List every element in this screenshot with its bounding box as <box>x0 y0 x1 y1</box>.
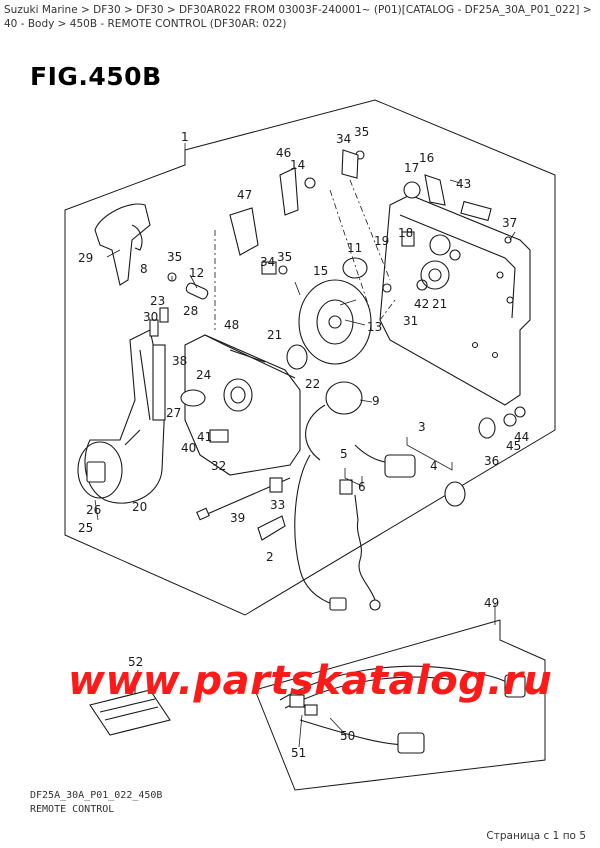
cover-plate <box>257 515 286 541</box>
wiring-harness <box>294 454 347 611</box>
callout-8: 8 <box>140 262 148 276</box>
callout-15: 15 <box>313 264 328 278</box>
assembly-lines <box>214 179 396 330</box>
watermark: www.partskatalog.ru <box>68 658 553 704</box>
figure-title: FIG.450B <box>30 62 162 91</box>
callout-labels: 1 2 3 4 5 6 8 9 11 12 13 14 15 16 17 18 … <box>78 125 529 760</box>
handle-grip <box>94 203 151 286</box>
small-hardware <box>149 149 512 495</box>
section-name: REMOTE CONTROL <box>30 804 115 815</box>
callout-1: 1 <box>181 130 189 144</box>
callout-27: 27 <box>166 406 181 420</box>
callout-21b: 21 <box>432 297 447 311</box>
callout-5: 5 <box>340 447 348 461</box>
leader-lines <box>94 143 516 748</box>
callout-14: 14 <box>290 158 305 172</box>
callout-44: 44 <box>514 430 529 444</box>
callout-3: 3 <box>418 420 426 434</box>
control-lever <box>77 329 166 504</box>
page-count: Страница с 1 по 5 <box>486 830 586 842</box>
callout-12: 12 <box>189 266 204 280</box>
callout-20: 20 <box>132 500 147 514</box>
callout-31: 31 <box>403 314 418 328</box>
callout-49: 49 <box>484 596 499 610</box>
callout-30: 30 <box>143 310 158 324</box>
callout-13: 13 <box>367 320 382 334</box>
callout-48: 48 <box>224 318 239 332</box>
callout-9: 9 <box>372 394 380 408</box>
extension-harness <box>279 665 526 754</box>
callout-16: 16 <box>419 151 434 165</box>
callout-19: 19 <box>374 234 389 248</box>
callout-11: 11 <box>347 241 362 255</box>
callout-2: 2 <box>266 550 274 564</box>
callout-6: 6 <box>358 480 366 494</box>
callout-35b: 35 <box>167 250 182 264</box>
callout-35c: 35 <box>277 250 292 264</box>
callout-40: 40 <box>181 441 196 455</box>
callout-18: 18 <box>398 226 413 240</box>
callout-32: 32 <box>211 459 226 473</box>
callout-28: 28 <box>183 304 198 318</box>
callout-46: 46 <box>276 146 291 160</box>
callout-25: 25 <box>78 521 93 535</box>
warning-buzzer <box>305 381 363 461</box>
callout-41: 41 <box>197 430 212 444</box>
callout-23: 23 <box>150 294 165 308</box>
callout-35a: 35 <box>354 125 369 139</box>
callout-21a: 21 <box>267 328 282 342</box>
callout-45: 45 <box>506 439 521 453</box>
callout-51: 51 <box>291 746 306 760</box>
callout-52: 52 <box>128 655 143 669</box>
callout-47: 47 <box>237 188 252 202</box>
lanyard-cord <box>354 494 381 611</box>
bracket-lines <box>344 437 453 487</box>
breadcrumb: Suzuki Marine > DF30 > DF30 > DF30AR022 … <box>4 4 592 30</box>
mounting-bracket-plate <box>379 194 531 406</box>
callout-29: 29 <box>78 251 93 265</box>
callout-34a: 34 <box>336 132 351 146</box>
callout-4: 4 <box>430 459 438 473</box>
callout-39: 39 <box>230 511 245 525</box>
callout-36: 36 <box>484 454 499 468</box>
callout-37: 37 <box>502 216 517 230</box>
callout-43: 43 <box>456 177 471 191</box>
catalog-code: DF25A_30A_P01_022_450B <box>30 790 163 801</box>
callout-38: 38 <box>172 354 187 368</box>
callout-24: 24 <box>196 368 211 382</box>
callout-34b: 34 <box>260 255 275 269</box>
control-housing <box>184 334 301 476</box>
callout-50: 50 <box>340 729 355 743</box>
callout-26: 26 <box>86 503 101 517</box>
callout-42: 42 <box>414 297 429 311</box>
parts-bag <box>89 689 171 736</box>
callout-33: 33 <box>270 498 285 512</box>
callout-22: 22 <box>305 377 320 391</box>
callout-17: 17 <box>404 161 419 175</box>
key-switch <box>354 406 526 507</box>
